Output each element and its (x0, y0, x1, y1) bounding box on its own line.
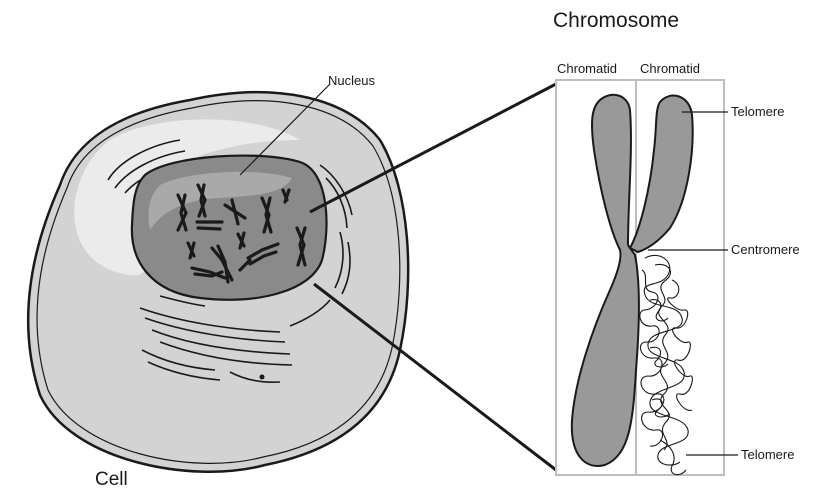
cell-dot (260, 375, 265, 380)
cell-label: Cell (95, 470, 128, 489)
centromere-label: Centromere (731, 243, 800, 256)
left-chromatid (572, 95, 639, 466)
nucleus-label: Nucleus (328, 74, 375, 87)
chromatid-right-label: Chromatid (640, 62, 700, 75)
right-chromatid-arm (630, 96, 693, 252)
telomere-top-label: Telomere (731, 105, 784, 118)
telomere-bottom-label: Telomere (741, 448, 794, 461)
chromatin-coil (640, 255, 693, 474)
diagram-title: Chromosome (553, 10, 679, 31)
chromatid-left-label: Chromatid (557, 62, 617, 75)
